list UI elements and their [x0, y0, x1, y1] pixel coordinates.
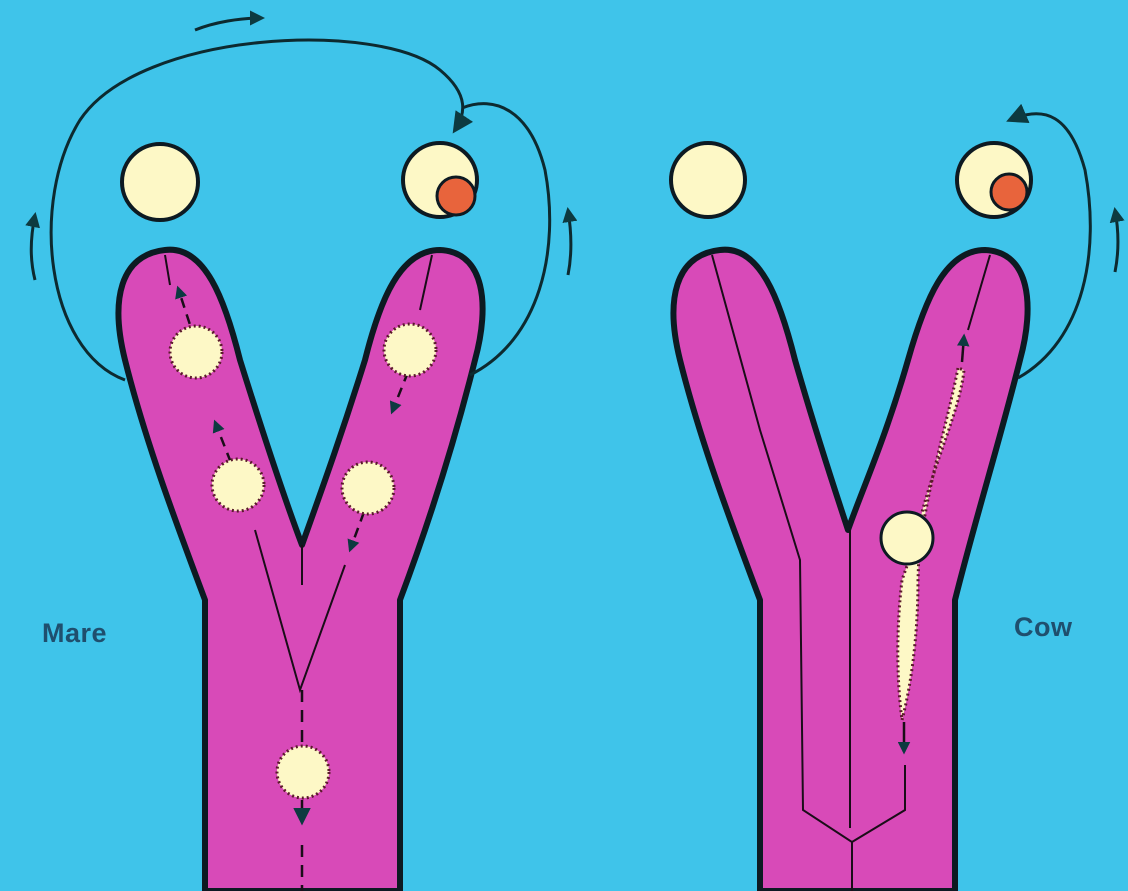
mare-ovum-left-lower [212, 459, 264, 511]
cow-corpus-luteum [991, 174, 1027, 210]
mare-corpus-luteum [437, 177, 475, 215]
mare-small-arrow-right [568, 210, 571, 275]
cow-label: Cow [1014, 612, 1073, 643]
mare-small-arrow-left [31, 215, 35, 280]
cow-small-arrow-right [1115, 210, 1118, 272]
cow-diagram [671, 114, 1118, 891]
cow-left-ovary [671, 143, 745, 217]
mare-left-ovary [122, 144, 198, 220]
mare-ovum-right-upper [384, 324, 436, 376]
mare-label: Mare [42, 618, 107, 649]
mare-ovum-right-lower [342, 462, 394, 514]
mare-diagram [31, 18, 571, 891]
mare-ovum-left-upper [170, 326, 222, 378]
mare-small-arrow-top [195, 18, 262, 30]
cow-embryo [881, 512, 933, 564]
mare-ovum-body [277, 746, 329, 798]
